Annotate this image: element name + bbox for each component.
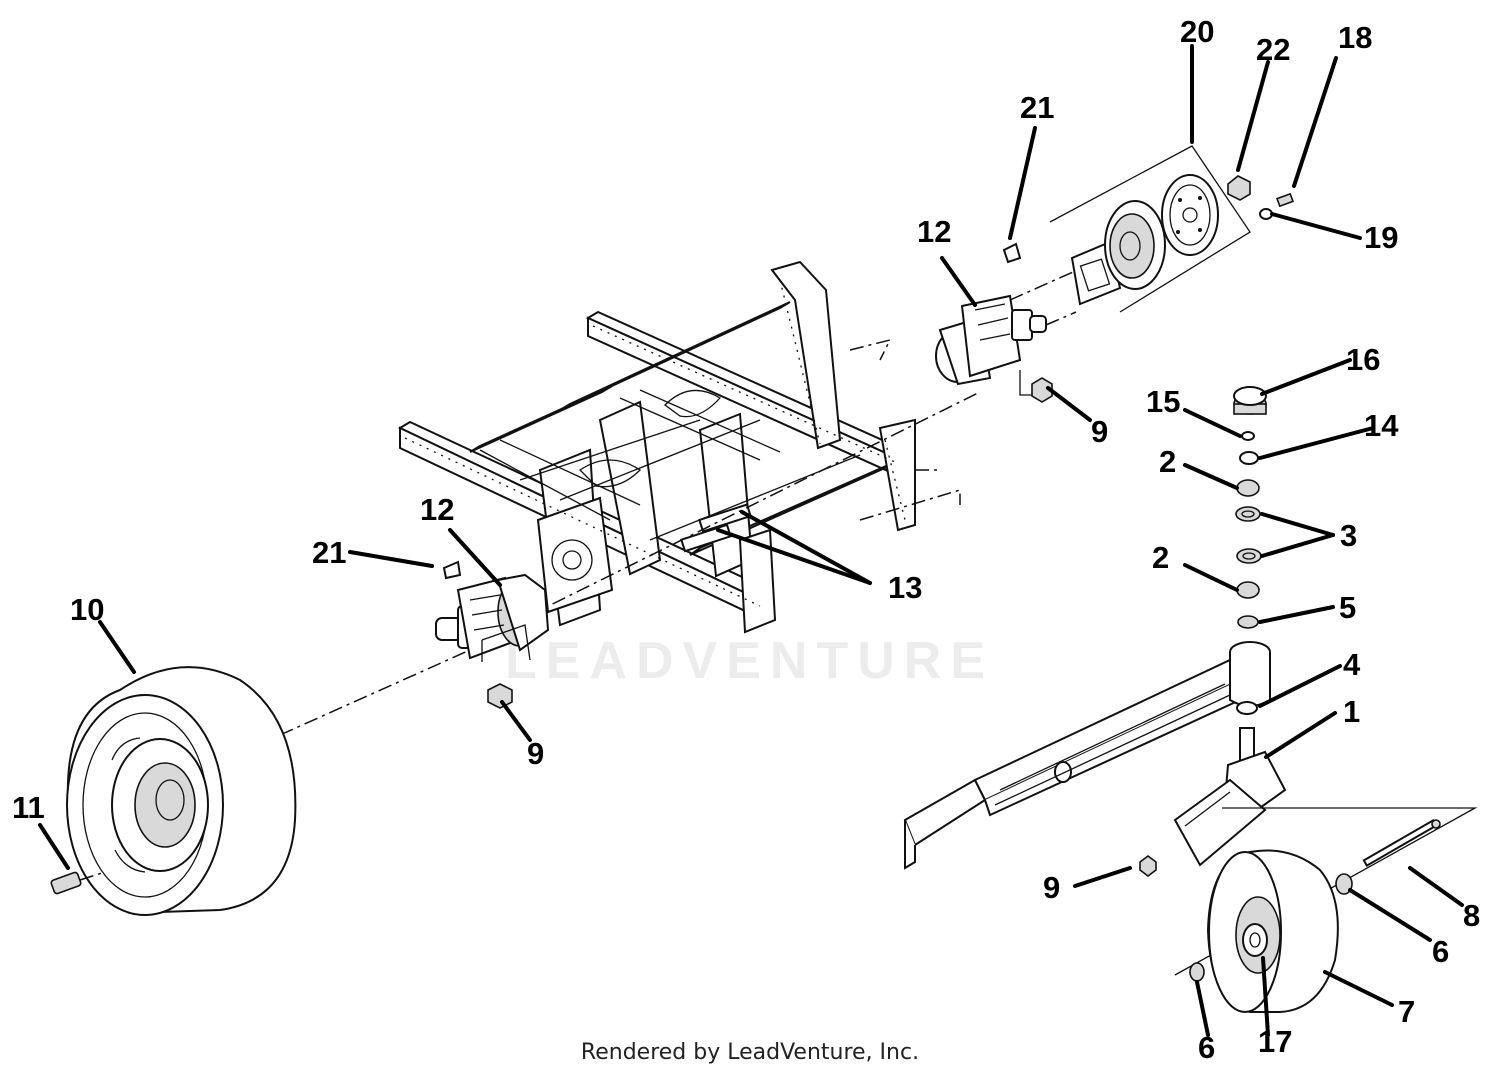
callout-5: 5: [1339, 590, 1356, 625]
callout-16: 16: [1346, 342, 1380, 377]
key-right: [1002, 242, 1022, 264]
bushing-top: [1335, 873, 1353, 895]
front-axle-arm: [903, 641, 1271, 870]
callout-9-top: 9: [1091, 414, 1108, 449]
rear-wheel-left: [66, 666, 297, 916]
nut-left: [487, 683, 513, 709]
leader-lines: [38, 44, 1464, 1037]
callout-17: 17: [1258, 1024, 1292, 1059]
callout-4: 4: [1343, 647, 1361, 682]
callout-7: 7: [1398, 994, 1415, 1029]
callout-6-bottom: 6: [1198, 1030, 1215, 1065]
callout-20: 20: [1180, 14, 1214, 49]
callout-12-left: 12: [420, 492, 454, 527]
callout-2-lower: 2: [1152, 540, 1169, 575]
callout-1: 1: [1343, 694, 1360, 729]
front-caster-wheel: [1174, 807, 1478, 1013]
callout-10: 10: [70, 592, 104, 627]
callout-21-top: 21: [1020, 90, 1054, 125]
screw: [1276, 192, 1294, 208]
nut-front: [1139, 855, 1157, 877]
spacer-washer: [1236, 701, 1258, 715]
chassis-frame: [397, 260, 961, 634]
callout-12-right: 12: [917, 214, 951, 249]
callout-21-left: 21: [312, 535, 346, 570]
wheel-motor-left: [435, 573, 550, 662]
callout-18: 18: [1338, 20, 1372, 55]
callout-22: 22: [1256, 32, 1290, 67]
callout-2-upper: 2: [1159, 444, 1176, 479]
callout-11: 11: [12, 790, 45, 825]
caster-bolt: [1362, 819, 1441, 867]
callout-3: 3: [1340, 518, 1357, 553]
callout-15: 15: [1146, 384, 1180, 419]
key-left: [442, 560, 462, 580]
caster-fork: [1173, 727, 1287, 867]
bushing-bottom: [1189, 962, 1205, 982]
callout-14: 14: [1364, 408, 1399, 443]
nut-right: [1031, 377, 1053, 403]
hub-assembly: [1049, 145, 1251, 313]
wheel-bolt: [50, 871, 106, 895]
callout-9-front: 9: [1043, 870, 1060, 905]
callout-labels: 20 22 18 21 19 12 16 9 15 14 2 3 2 5 12 …: [12, 14, 1480, 1065]
callout-19: 19: [1364, 220, 1398, 255]
lug-nut: [1227, 175, 1251, 201]
callout-13: 13: [888, 570, 922, 605]
wheel-motor-right: [935, 294, 1077, 396]
callout-6-right: 6: [1432, 934, 1449, 969]
watermark: LEADVENTURE: [505, 632, 994, 690]
footer-credit: Rendered by LeadVenture, Inc.: [580, 1040, 920, 1065]
callout-9-left: 9: [527, 736, 544, 771]
axis-line-left: [279, 391, 981, 736]
caster-stack: [1233, 386, 1267, 629]
callout-8: 8: [1463, 898, 1480, 933]
